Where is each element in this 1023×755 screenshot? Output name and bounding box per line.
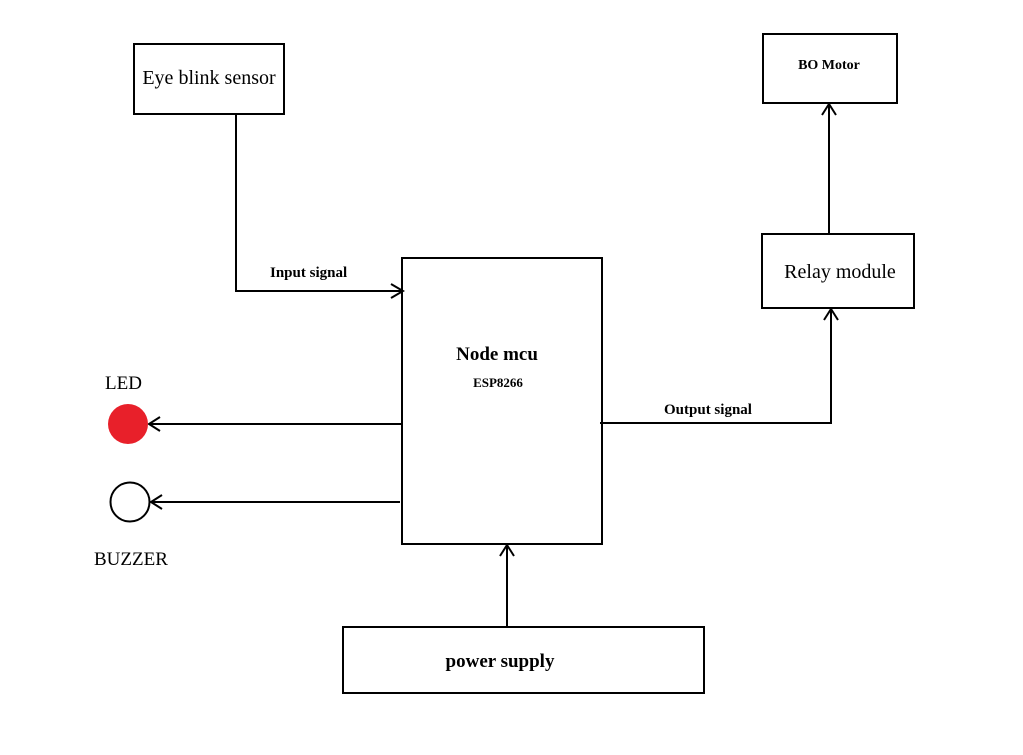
node-mcu-title: Node mcu [456,344,538,365]
power-connector [499,543,515,627]
eye-blink-sensor-block: Eye blink sensor [133,43,285,115]
node-mcu-block: Node mcu ESP8266 [401,257,603,545]
power-supply-block: power supply [342,626,705,694]
node-mcu-subtitle: ESP8266 [473,375,523,390]
relay-to-motor-connector [821,102,837,234]
input-signal-label: Input signal [270,265,347,281]
relay-module-block: Relay module [761,233,915,309]
relay-module-label: Relay module [784,261,896,283]
led-label: LED [105,373,142,394]
bo-motor-block: BO Motor [762,33,898,104]
output-signal-connector [600,307,839,424]
led-indicator [108,404,148,444]
input-signal-connector [235,114,405,299]
led-connector [147,416,402,432]
buzzer-indicator [109,481,151,523]
bo-motor-label: BO Motor [798,58,860,73]
buzzer-connector [149,494,400,510]
eye-blink-sensor-label: Eye blink sensor [142,67,276,89]
buzzer-label: BUZZER [94,549,168,570]
power-supply-label: power supply [446,651,555,672]
output-signal-label: Output signal [664,402,752,418]
